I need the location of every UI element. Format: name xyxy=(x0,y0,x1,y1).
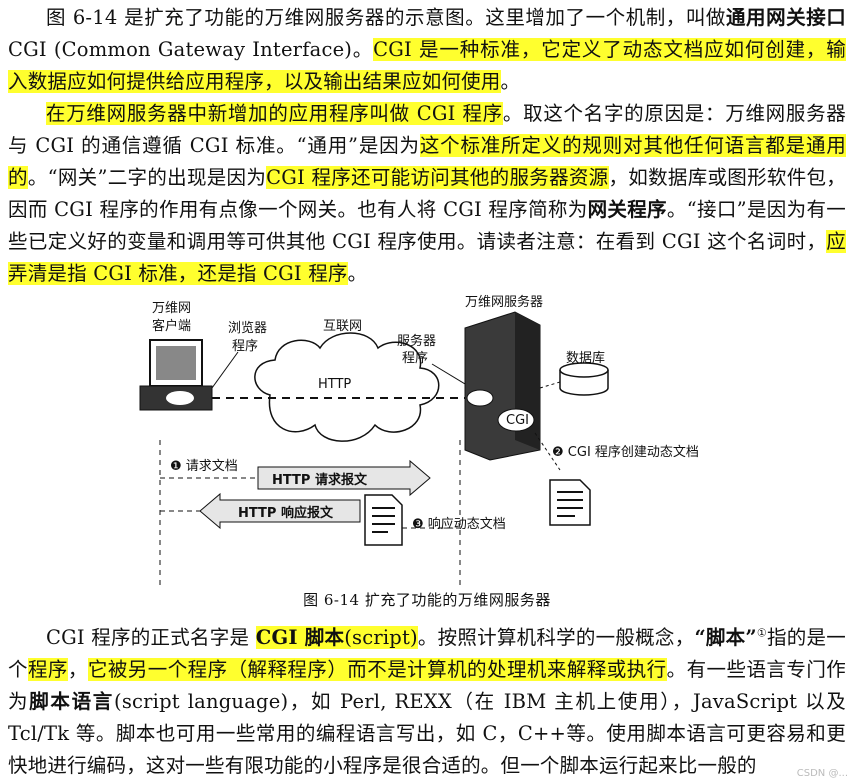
request-arrow xyxy=(257,459,431,497)
browser-label-1: 浏览器 xyxy=(228,320,267,336)
watermark: CSDN @... xyxy=(796,768,848,779)
internet-cloud-icon xyxy=(254,332,440,442)
step3-label: ❸ 响应动态文档 xyxy=(412,516,506,532)
paragraph-cgi-program: 在万维网服务器中新增加的应用程序叫做 CGI 程序。取这个名字的原因是：万维网服… xyxy=(8,102,847,285)
dynamic-document-icon xyxy=(549,479,591,526)
client-label-1: 万维网 xyxy=(152,301,191,316)
server-prog-label-2: 程序 xyxy=(402,351,428,366)
highlight-cgi-program: 在万维网服务器中新增加的应用程序叫做 CGI 程序 xyxy=(46,102,503,125)
server-tower-icon xyxy=(464,311,541,461)
web-server-diagram: 万维网 客户端 浏览器 程序 互联网 HTTP 万维网服务器 服务器 程序 CG… xyxy=(120,290,760,600)
database-icon xyxy=(559,362,609,396)
step1-label: ❶ 请求文档 xyxy=(170,459,238,474)
http-label: HTTP xyxy=(318,377,351,392)
server-prog-label-1: 服务器 xyxy=(397,333,436,349)
highlight-gateway: CGI 程序还可能访问其他的服务器资源 xyxy=(266,166,609,189)
browser-label-2: 程序 xyxy=(232,339,258,354)
client-computer-icon xyxy=(139,339,213,411)
step2-label: ❷ CGI 程序创建动态文档 xyxy=(552,445,699,460)
paragraph-cgi-script: CGI 程序的正式名字是 CGI 脚本(script)。按照计算机科学的一般概念… xyxy=(8,626,847,777)
request-message-label: HTTP 请求报文 xyxy=(272,472,368,488)
paragraph-intro: 图 6-14 是扩充了功能的万维网服务器的示意图。这里增加了一个机制，叫做通用网… xyxy=(8,6,847,93)
highlight-cgi-script: CGI 脚本(script) xyxy=(255,626,418,649)
figure-caption: 图 6-14 扩充了功能的万维网服务器 xyxy=(303,591,551,609)
response-message-label: HTTP 响应报文 xyxy=(238,505,334,521)
highlight-script-definition: 它被另一个程序（解释程序）而不是计算机的处理机来解释或执行 xyxy=(87,658,667,681)
response-arrow xyxy=(199,492,361,530)
response-document-icon xyxy=(364,494,403,546)
client-label-2: 客户端 xyxy=(152,318,191,334)
internet-label: 互联网 xyxy=(323,319,362,334)
diagram-svg: 万维网 客户端 浏览器 程序 互联网 HTTP 万维网服务器 服务器 程序 CG… xyxy=(139,294,699,590)
cgi-label: CGI xyxy=(506,413,529,428)
server-title: 万维网服务器 xyxy=(465,294,543,310)
database-label: 数据库 xyxy=(566,350,605,366)
